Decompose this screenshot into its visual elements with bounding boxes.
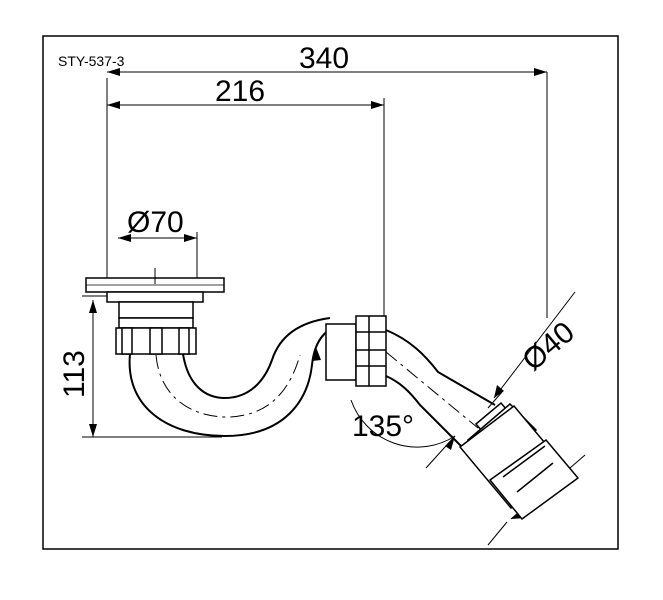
- dim-angle-135: 135°: [352, 410, 414, 443]
- outlet-nut: [325, 315, 387, 387]
- product-code-text: STY-537-3: [58, 53, 125, 69]
- dim-113: 113: [58, 350, 91, 398]
- dim-340: 340: [299, 42, 349, 75]
- slip-nut-top: [115, 317, 197, 355]
- trap-pipe: [128, 317, 341, 438]
- dim-diameter-70: Ø70: [127, 206, 184, 239]
- outlet-pipe: [385, 329, 496, 448]
- drawing-frame: [42, 35, 619, 550]
- dim-216: 216: [215, 75, 265, 108]
- dim-diameter-40: Ø40: [516, 316, 581, 378]
- outlet-sleeve: [458, 401, 580, 521]
- sink-flange: [85, 268, 225, 319]
- arrowheads: [89, 68, 547, 519]
- product-code: STY-537-3: [58, 53, 125, 69]
